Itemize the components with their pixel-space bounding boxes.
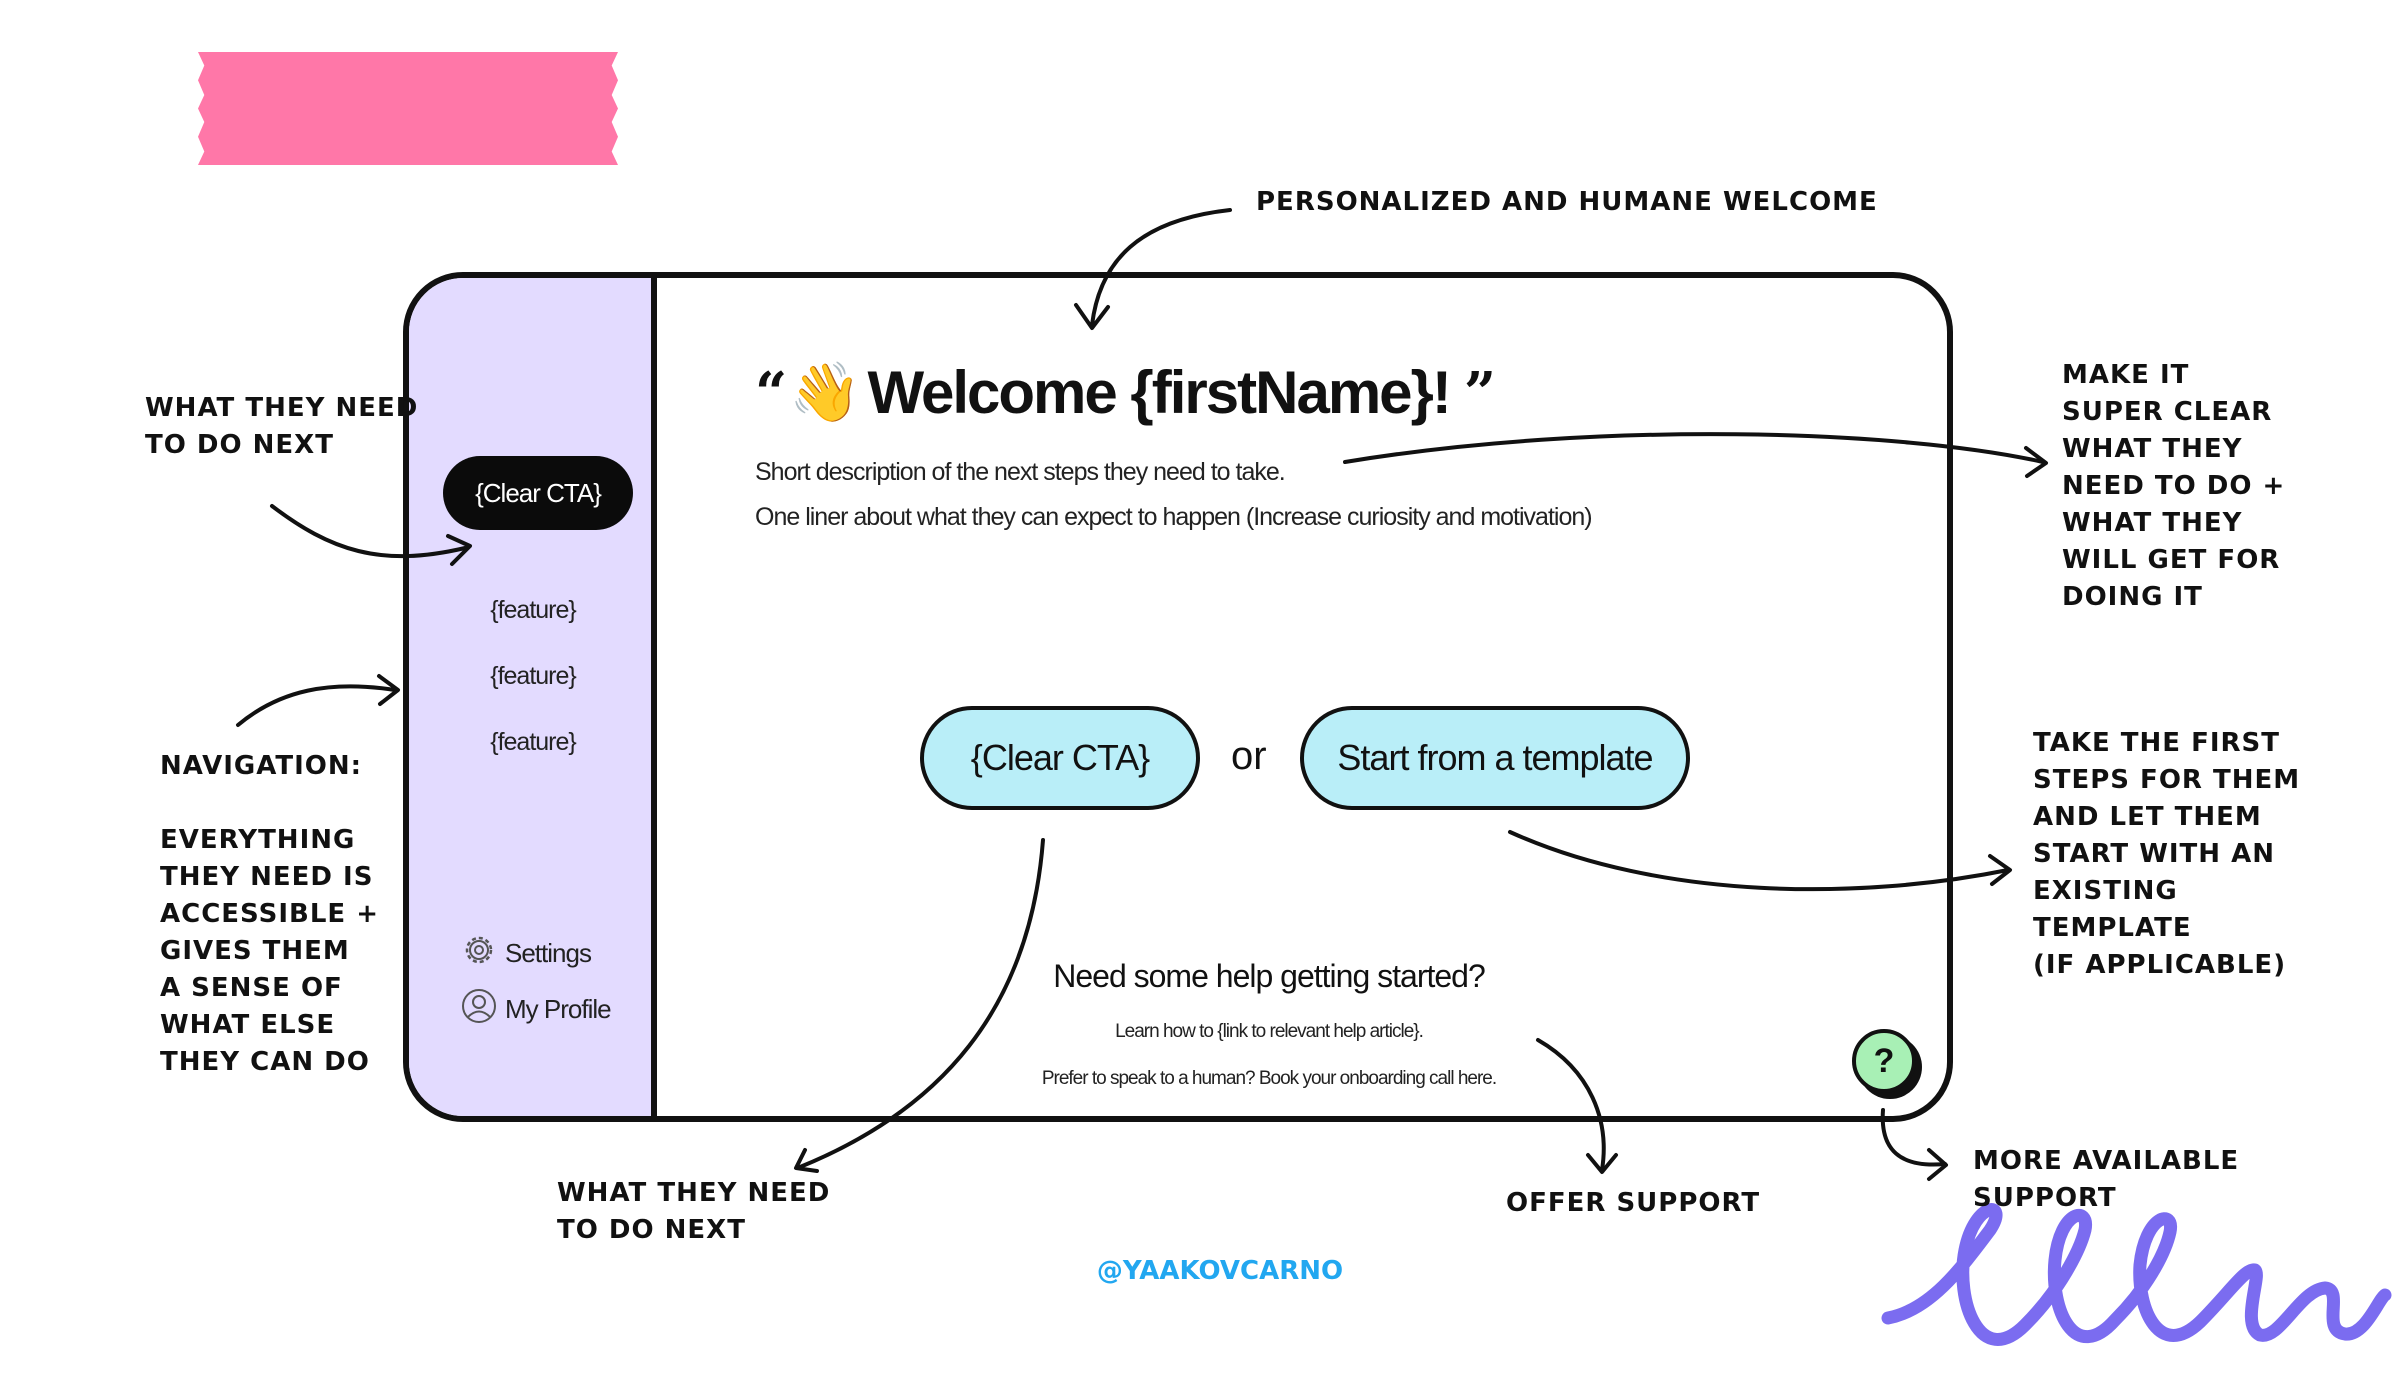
annotation-navigation: NAVIGATION: EVERYTHING THEY NEED IS ACCE…: [160, 751, 379, 1077]
pink-tape-decoration: [198, 52, 618, 165]
sidebar-item-settings[interactable]: Settings: [459, 930, 592, 977]
description-next-steps: Short description of the next steps they…: [755, 458, 1286, 486]
sidebar-item-feature-3[interactable]: {feature}: [490, 728, 577, 756]
arrow-next-left-head: [446, 534, 472, 566]
author-credit: @YAAKOVCARNO: [1096, 1256, 1344, 1286]
arrow-template-head: [1988, 854, 2012, 886]
settings-label: Settings: [505, 938, 592, 968]
sidebar-item-my-profile[interactable]: My Profile: [459, 986, 612, 1033]
sidebar: {Clear CTA} {feature} {feature} {feature…: [409, 278, 657, 1116]
help-article-link[interactable]: Learn how to {link to relevant help arti…: [1115, 1021, 1424, 1042]
sidebar-cta-button[interactable]: {Clear CTA}: [443, 456, 633, 530]
start-from-template-button[interactable]: Start from a template: [1300, 706, 1690, 810]
annotation-next-bottom: WHAT THEY NEED TO DO NEXT: [557, 1178, 831, 1245]
scribble-decoration: [1881, 1203, 2392, 1346]
primary-cta-button[interactable]: {Clear CTA}: [920, 706, 1200, 810]
annotation-next-left: WHAT THEY NEED TO DO NEXT: [145, 393, 419, 460]
welcome-title: “ 👋 Welcome {firstName}! ”: [755, 358, 1496, 427]
arrow-navigation: [236, 684, 397, 727]
arrow-more-support-head: [1927, 1148, 1948, 1181]
arrow-next-bottom: [798, 838, 1045, 1169]
waving-hand-icon: 👋: [789, 359, 861, 425]
open-quote: “: [755, 359, 787, 426]
user-icon: [459, 986, 499, 1033]
arrow-next-bottom-head: [794, 1148, 819, 1173]
arrow-clear: [1343, 432, 2045, 464]
app-mockup-frame: {Clear CTA} {feature} {feature} {feature…: [403, 272, 1953, 1122]
description-expectation: One liner about what they can expect to …: [755, 503, 1593, 531]
annotation-welcome: PERSONALIZED AND HUMANE WELCOME: [1256, 187, 1878, 217]
help-title: Need some help getting started?: [1053, 958, 1486, 994]
arrow-navigation-head: [377, 674, 400, 706]
arrow-next-left: [270, 504, 467, 559]
annotation-more-support: MORE AVAILABLE SUPPORT: [1973, 1146, 2240, 1213]
arrow-support: [1536, 1038, 1606, 1172]
help-question-button[interactable]: ?: [1852, 1029, 1916, 1093]
arrow-support-head: [1586, 1153, 1618, 1174]
or-label: or: [1231, 734, 1267, 778]
book-onboarding-call-link[interactable]: Prefer to speak to a human? Book your on…: [1041, 1068, 1497, 1089]
question-icon: ?: [1873, 1041, 1895, 1080]
gear-icon: [459, 930, 499, 977]
arrow-welcome-head: [1074, 303, 1110, 330]
close-quote: ”: [1463, 359, 1496, 426]
welcome-title-text: Welcome {firstName}!: [867, 359, 1451, 426]
annotation-clear: MAKE IT SUPER CLEAR WHAT THEY NEED TO DO…: [2062, 360, 2286, 612]
annotation-template: TAKE THE FIRST STEPS FOR THEM AND LET TH…: [2033, 728, 2301, 980]
arrow-template: [1508, 830, 2010, 892]
annotation-support: OFFER SUPPORT: [1506, 1188, 1761, 1218]
arrow-more-support: [1880, 1108, 1947, 1167]
sidebar-item-feature-1[interactable]: {feature}: [490, 596, 577, 624]
sidebar-item-feature-2[interactable]: {feature}: [490, 662, 577, 690]
my-profile-label: My Profile: [505, 994, 612, 1024]
arrow-welcome: [1090, 208, 1232, 327]
arrow-clear-head: [2024, 446, 2048, 478]
